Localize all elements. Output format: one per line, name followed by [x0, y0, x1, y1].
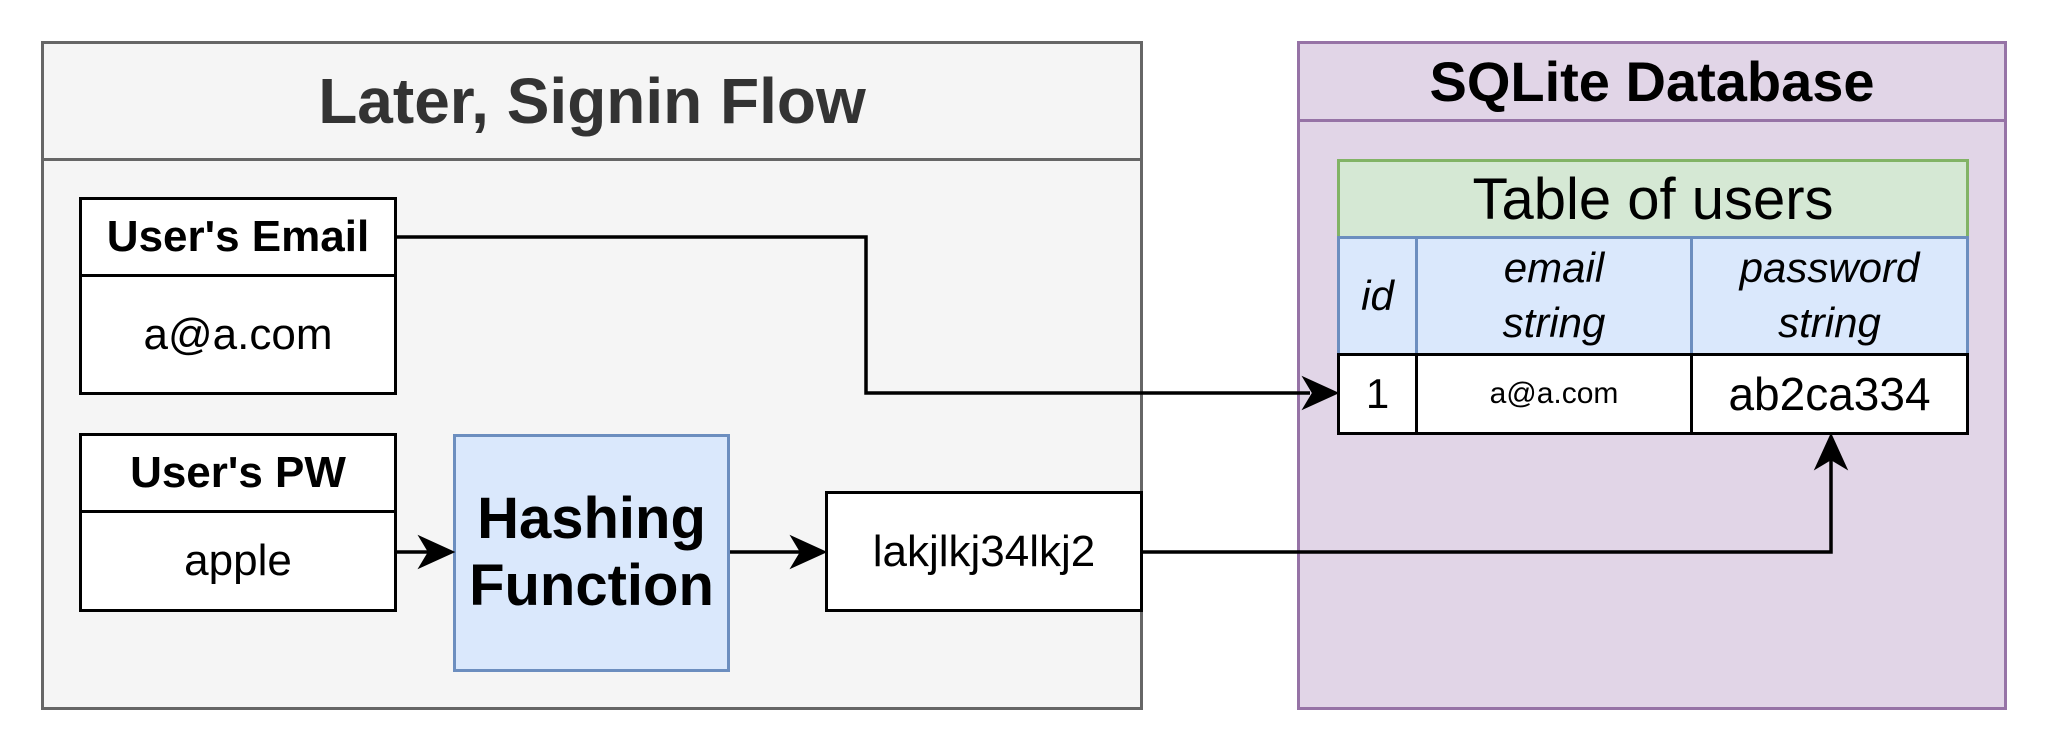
column-header-id: id: [1337, 236, 1418, 356]
table-cell-password: ab2ca334: [1690, 353, 1969, 435]
column-header-password: password string: [1690, 236, 1969, 356]
hashing-function-label-line2: Function: [469, 553, 714, 618]
email-value: a@a.com: [79, 274, 397, 395]
hash-output-box: lakjlkj34lkj2: [825, 491, 1143, 612]
users-table-title: Table of users: [1337, 159, 1969, 239]
password-value: apple: [79, 510, 397, 612]
arrowhead-password-cell-icon: [1813, 432, 1849, 471]
arrowhead-hash-output-icon: [789, 534, 828, 570]
email-to-table-connector: [397, 235, 1310, 395]
table-cell-id: 1: [1337, 353, 1418, 435]
signin-flow-title: Later, Signin Flow: [41, 41, 1143, 161]
email-header: User's Email: [79, 197, 397, 277]
sqlite-database-title: SQLite Database: [1297, 41, 2007, 122]
column-type-email: string: [1502, 299, 1606, 346]
column-type-password: string: [1778, 299, 1881, 346]
column-name-email: email: [1503, 244, 1605, 292]
output-to-table-connector: [1143, 460, 1833, 554]
hashing-function-label-line1: Hashing: [477, 486, 706, 552]
column-name-id: id: [1361, 271, 1394, 319]
column-name-password: password: [1739, 244, 1920, 292]
arrowhead-hash-input-icon: [417, 534, 456, 570]
hashing-function-box: Hashing Function: [453, 434, 730, 672]
table-cell-email: a@a.com: [1415, 353, 1693, 435]
arrowhead-email-icon: [1301, 375, 1340, 411]
